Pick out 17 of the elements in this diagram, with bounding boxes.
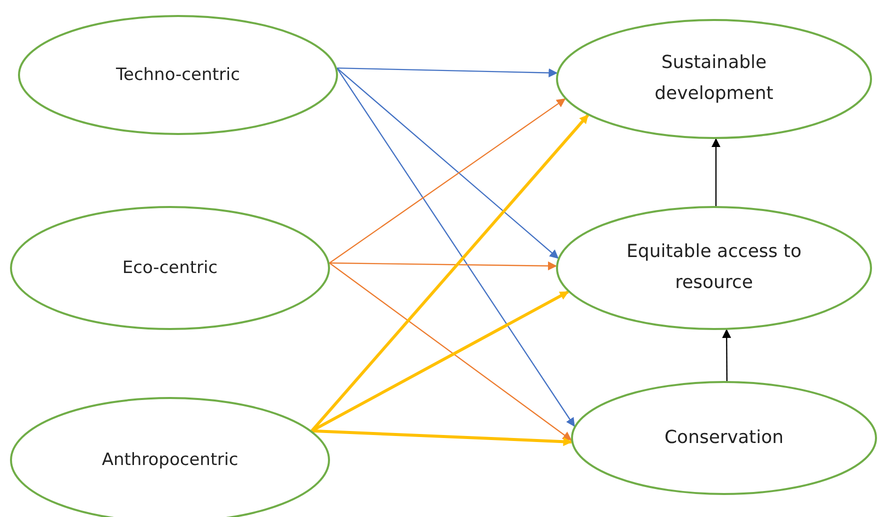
node-label: Equitable access to resource <box>626 240 802 295</box>
node-label: Eco-centric <box>122 256 218 280</box>
arrow <box>336 68 575 427</box>
arrow <box>336 68 559 259</box>
node-label: Techno-centric <box>116 64 240 87</box>
arrow <box>329 262 572 441</box>
arrow <box>311 290 569 432</box>
arrow <box>310 114 590 432</box>
arrow <box>711 138 720 206</box>
arrow <box>329 261 557 270</box>
node-label: Sustainable development <box>654 51 774 106</box>
arrow <box>336 67 558 78</box>
node-label: Anthropocentric <box>102 448 238 472</box>
arrow <box>312 429 572 446</box>
arrow <box>329 98 566 264</box>
arrow <box>722 328 732 382</box>
node-label: Conservation <box>664 426 784 450</box>
